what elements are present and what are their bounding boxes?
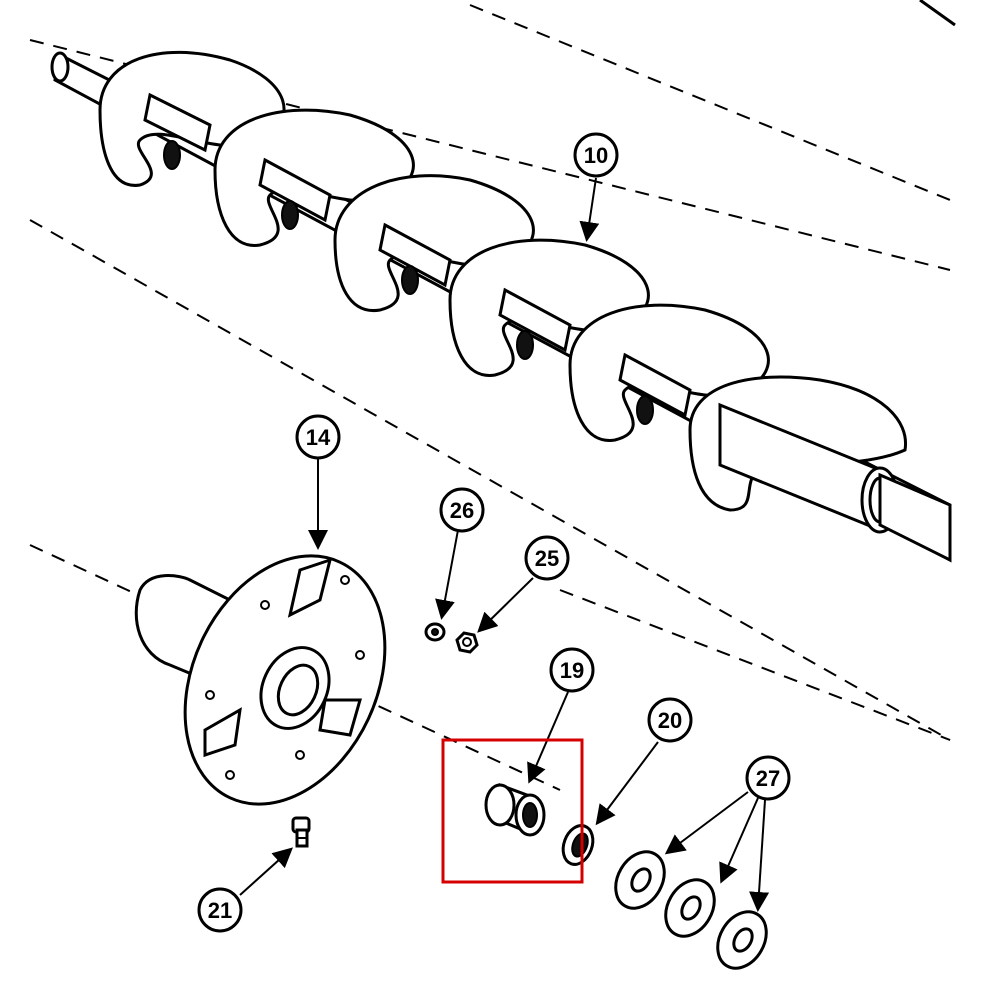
callout-27: 27 (745, 755, 791, 801)
callout-label-20: 20 (658, 708, 682, 733)
leader-arrows (239, 177, 770, 912)
callout-14: 14 (295, 414, 341, 460)
callout-label-27: 27 (756, 766, 780, 791)
lock-washer (424, 622, 446, 642)
hex-nut (455, 631, 479, 654)
callout-label-25: 25 (535, 546, 559, 571)
grease-fitting (291, 816, 311, 848)
callout-26: 26 (439, 487, 485, 533)
callout-20: 20 (647, 697, 693, 743)
callout-25: 25 (524, 535, 570, 581)
callout-label-14: 14 (306, 425, 331, 450)
auger-assembly (50, 50, 952, 563)
bushing (484, 782, 546, 837)
flange-hub (134, 554, 387, 806)
callout-21: 21 (197, 887, 243, 933)
callout-label-26: 26 (450, 498, 474, 523)
callout-10: 10 (573, 132, 619, 178)
callout-19: 19 (549, 647, 595, 693)
seal-ring (561, 824, 595, 866)
auger-flights (98, 50, 908, 512)
callout-label-10: 10 (584, 143, 608, 168)
flat-washers (614, 850, 768, 970)
callout-label-21: 21 (208, 898, 232, 923)
callout-label-19: 19 (560, 658, 584, 683)
highlight-box (441, 738, 584, 884)
